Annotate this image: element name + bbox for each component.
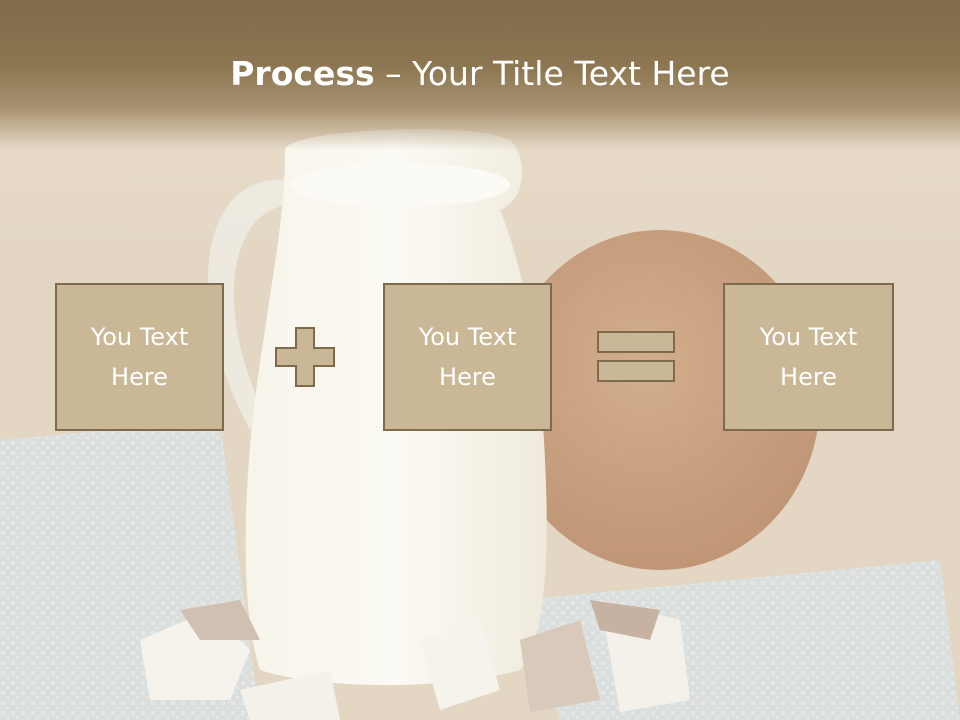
process-box-3-text: You Text Here [759,323,858,391]
process-box-1[interactable]: You Text Here [55,283,224,431]
equals-icon [597,331,675,382]
process-box-1-text: You Text Here [90,323,189,391]
process-box-2[interactable]: You Text Here [383,283,552,431]
process-box-3[interactable]: You Text Here [723,283,894,431]
title-rest: Your Title Text Here [412,54,730,93]
title-bar [0,0,960,150]
title-dash: – [374,54,413,93]
slide-title: Process – Your Title Text Here [0,54,960,93]
plus-icon [275,327,335,387]
process-box-2-text: You Text Here [418,323,517,391]
title-bold: Process [230,54,375,93]
